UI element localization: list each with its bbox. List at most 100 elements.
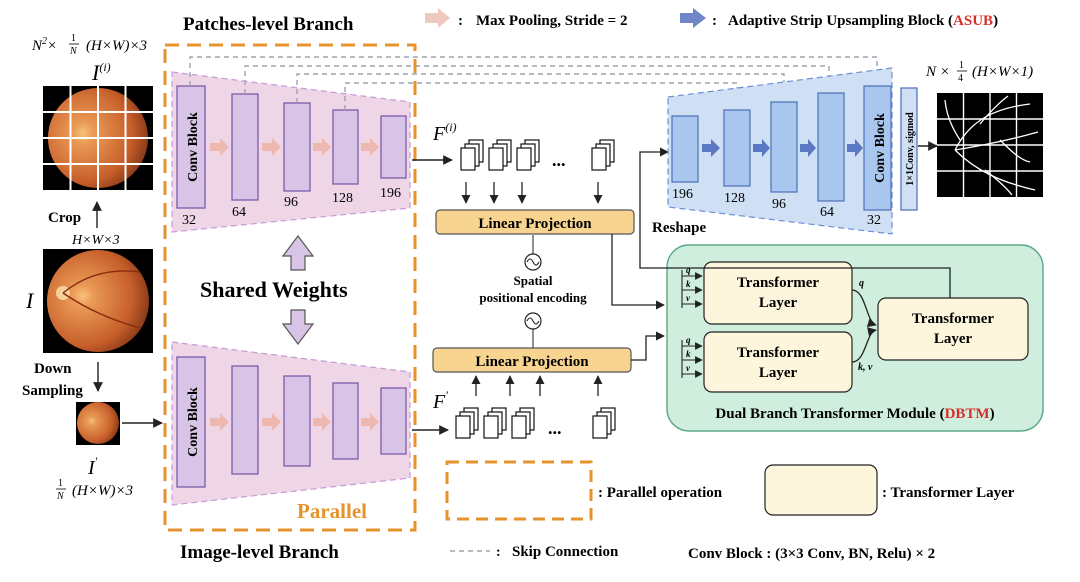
parallel-operation-legend-box bbox=[445, 460, 593, 521]
dec-channel-96: 96 bbox=[772, 197, 786, 212]
transformer-top-label-1: Transformer bbox=[737, 275, 820, 291]
image-branch-title: Image-level Branch bbox=[180, 542, 339, 563]
transformer-legend-label: : Transformer Layer bbox=[882, 485, 1015, 501]
transformer-layer-fusion bbox=[877, 297, 1029, 361]
spatial-label: Spatial bbox=[513, 273, 552, 288]
top-k-label: k bbox=[686, 279, 691, 289]
legend-colon-3: : bbox=[496, 545, 501, 560]
dec-conv-block-label: Conv Block bbox=[873, 113, 888, 183]
shared-weights-label: Shared Weights bbox=[200, 277, 348, 302]
patch-feature-stack bbox=[460, 139, 615, 171]
patch-enc-block-64 bbox=[231, 93, 259, 201]
dec-block-196 bbox=[671, 115, 699, 183]
I-small-label: I' bbox=[87, 454, 98, 479]
patched-retina-image bbox=[43, 86, 153, 190]
asub-legend-label: Adaptive Strip Upsampling Block (ASUB) bbox=[728, 13, 998, 29]
image-encoder-blocks: Conv Block bbox=[176, 356, 407, 488]
image-conv-block bbox=[176, 356, 206, 488]
max-pooling-legend-icon bbox=[425, 8, 450, 28]
transformer-fusion-label-1: Transformer bbox=[912, 311, 995, 327]
svg-text:4: 4 bbox=[958, 73, 963, 84]
image-feature-ellipsis: ... bbox=[548, 418, 562, 438]
dec-block-96 bbox=[770, 101, 798, 193]
top-to-fusion-arrow bbox=[851, 289, 877, 327]
linear-projection-top bbox=[435, 209, 635, 235]
image-feature-up-arrows bbox=[471, 375, 603, 396]
positional-encoding-icon-bottom bbox=[524, 312, 542, 348]
I-full-label: I bbox=[25, 288, 35, 313]
dec-block-128 bbox=[723, 109, 751, 187]
svg-text:1: 1 bbox=[71, 33, 76, 44]
parallel-operation-legend-label: : Parallel operation bbox=[598, 485, 723, 501]
image-enc-block-64 bbox=[231, 365, 259, 475]
dec-channel-196: 196 bbox=[672, 187, 693, 202]
top-v-label: v bbox=[686, 293, 691, 303]
crop-label: Crop bbox=[48, 210, 81, 226]
dec-conv-block bbox=[863, 85, 892, 211]
legend-colon-1: : bbox=[458, 13, 463, 29]
parallel-label: Parallel bbox=[297, 499, 367, 523]
dec-block-64 bbox=[817, 92, 845, 202]
shared-weights-up-arrow bbox=[281, 235, 315, 271]
fusion-kv-label: k, v bbox=[858, 362, 873, 373]
bottom-to-fusion-arrow bbox=[851, 327, 877, 363]
bottom-v-label: v bbox=[686, 363, 691, 373]
patch-channel-128: 128 bbox=[332, 191, 353, 206]
down-label: Down bbox=[34, 361, 72, 377]
image-enc-block-128 bbox=[332, 382, 359, 460]
reshape-label: Reshape bbox=[652, 220, 707, 236]
vessel-segmentation-output bbox=[937, 93, 1043, 197]
image-feature-stack bbox=[455, 407, 616, 439]
conv-block-definition: Conv Block : (3×3 Conv, BN, Relu) × 2 bbox=[688, 546, 935, 562]
patch-enc-block-196 bbox=[380, 115, 407, 179]
linear-projection-bottom-label: Linear Projection bbox=[475, 354, 589, 370]
dbtm-label: Dual Branch Transformer Module (DBTM) bbox=[715, 406, 994, 422]
positional-encoding-label: positional encoding bbox=[479, 290, 587, 305]
full-retina-image bbox=[43, 249, 153, 353]
small-dim-fraction: 1 N bbox=[56, 478, 66, 502]
patch-channel-32: 32 bbox=[182, 213, 196, 228]
bottom-k-label: k bbox=[686, 349, 691, 359]
output-dim-prefix: N × bbox=[925, 64, 950, 80]
legend-colon-2: : bbox=[712, 13, 717, 29]
bottom-projection-to-dbtm bbox=[631, 331, 665, 361]
svg-text:N: N bbox=[69, 46, 78, 57]
full-dimension-label: H×W×3 bbox=[71, 233, 120, 248]
patch-conv-block-label: Conv Block bbox=[186, 112, 201, 182]
bottom-q-label: q bbox=[686, 335, 691, 345]
fusion-to-decoder-arrow bbox=[639, 147, 951, 298]
patch-channel-64: 64 bbox=[232, 205, 246, 220]
top-qkv-arrows bbox=[681, 270, 703, 308]
patch-enc-block-96 bbox=[283, 102, 311, 192]
patches-branch-title: Patches-level Branch bbox=[183, 14, 354, 35]
small-dimension-suffix: (H×W)×3 bbox=[72, 483, 133, 499]
svg-text:1: 1 bbox=[58, 478, 63, 489]
linear-projection-top-label: Linear Projection bbox=[478, 216, 592, 232]
top-q-label: q bbox=[686, 265, 691, 275]
svg-text:N: N bbox=[56, 491, 65, 502]
transformer-bottom-label-2: Layer bbox=[759, 365, 798, 381]
transformer-layer-top bbox=[703, 261, 853, 325]
bottom-qkv-arrows bbox=[681, 340, 703, 378]
skip-connection-legend-label: Skip Connection bbox=[512, 544, 619, 560]
output-dim-suffix: (H×W×1) bbox=[972, 64, 1033, 80]
asub-legend-icon bbox=[680, 8, 706, 28]
I-patch-label: I(i) bbox=[91, 60, 111, 85]
shared-weights-down-arrow bbox=[281, 309, 315, 345]
patch-enc-block-128 bbox=[332, 109, 359, 185]
patch-dimension-label: N2× bbox=[31, 36, 57, 54]
dec-channel-128: 128 bbox=[724, 191, 745, 206]
patch-dim-fraction: 1 N bbox=[69, 33, 79, 57]
top-projection-to-dbtm bbox=[611, 234, 665, 310]
transformer-legend-box bbox=[764, 464, 878, 516]
max-pooling-legend-label: Max Pooling, Stride = 2 bbox=[476, 13, 627, 29]
small-retina-image bbox=[76, 402, 120, 445]
transformer-bottom-label-1: Transformer bbox=[737, 345, 820, 361]
dec-channel-64: 64 bbox=[820, 205, 834, 220]
head-1x1conv-label: 1×1Conv, sigmod bbox=[905, 112, 916, 186]
patch-channel-196: 196 bbox=[380, 186, 401, 201]
transformer-fusion-label-2: Layer bbox=[934, 331, 973, 347]
F-image-label: F' bbox=[432, 388, 448, 413]
